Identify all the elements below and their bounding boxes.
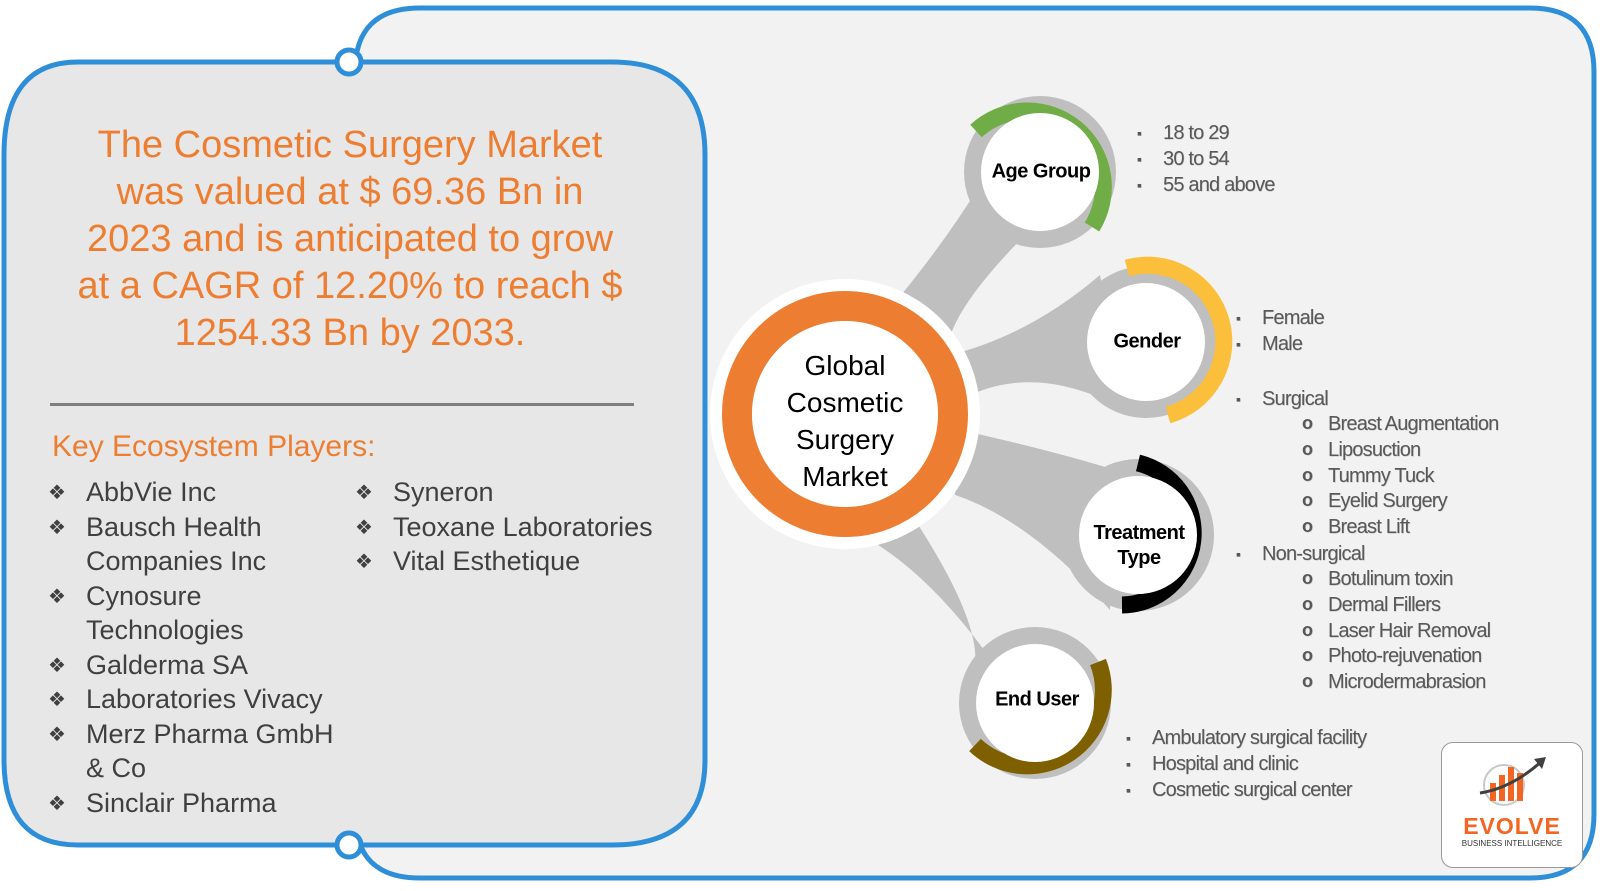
key-players-left: AbbVie Inc Bausch Health Companies Inc C… <box>48 475 358 820</box>
list-item: Tummy Tuck <box>1302 463 1498 490</box>
end-user-arc <box>969 658 1112 775</box>
list-item: Ambulatory surgical facility <box>1126 725 1367 751</box>
market-summary: The Cosmetic Surgery Market was valued a… <box>77 124 623 354</box>
player-item: Syneron <box>355 475 665 510</box>
node-treatment-type: Treatment Type <box>1093 522 1185 569</box>
list-item: Liposuction <box>1302 437 1498 464</box>
list-item: Dermal Fillers <box>1302 592 1498 619</box>
player-item: Sinclair Pharma <box>48 786 358 821</box>
logo-chart-icon <box>1479 757 1546 806</box>
list-item: 55 and above <box>1137 172 1275 198</box>
list-item: Eyelid Surgery <box>1302 488 1498 515</box>
key-players-right: Syneron Teoxane Laboratories Vital Esthe… <box>355 475 665 579</box>
group-name: Non-surgical <box>1262 542 1365 565</box>
end-user-list: Ambulatory surgical facility Hospital an… <box>1126 725 1367 803</box>
list-item: 30 to 54 <box>1137 146 1275 172</box>
list-item: Hospital and clinic <box>1126 751 1366 777</box>
player-item: Merz Pharma GmbH & Co <box>48 717 358 786</box>
player-item: Bausch Health Companies Inc <box>48 510 358 579</box>
logo-name: EVOLVE <box>1463 813 1561 839</box>
list-item: Photo-rejuvenation <box>1302 643 1498 670</box>
connector-dot-top <box>334 47 364 77</box>
group-name: Surgical <box>1262 388 1329 410</box>
treatment-type-list: Surgical Breast Augmentation Liposuction… <box>1236 386 1499 696</box>
player-item: Teoxane Laboratories <box>355 510 665 545</box>
list-item: Laser Hair Removal <box>1302 618 1498 645</box>
list-item: Cosmetic surgical center <box>1126 777 1366 803</box>
player-item: Laboratories Vivacy <box>48 682 358 717</box>
node-gender: Gender <box>1113 330 1181 353</box>
list-item: Female <box>1236 305 1325 331</box>
list-item: Microdermabrasion <box>1302 669 1498 696</box>
gender-arc <box>1124 256 1233 424</box>
list-item: Non-surgical Botulinum toxin Dermal Fill… <box>1236 541 1498 696</box>
gender-list: Female Male <box>1236 305 1325 357</box>
connector-dot-bottom <box>334 830 364 860</box>
player-item: Galderma SA <box>48 648 358 683</box>
hub-ring <box>722 291 968 537</box>
list-item: Surgical Breast Augmentation Liposuction… <box>1236 386 1499 541</box>
logo-tagline: BUSINESS INTELLIGENCE <box>1461 839 1563 848</box>
node-age-group: Age Group <box>991 160 1091 183</box>
list-item: 18 to 29 <box>1137 120 1275 146</box>
player-item: AbbVie Inc <box>48 475 358 510</box>
list-item: Breast Augmentation <box>1302 411 1499 438</box>
list-item: Breast Lift <box>1302 514 1498 541</box>
player-item: Cynosure Technologies <box>48 579 358 648</box>
hub-label: Global Cosmetic Surgery Market <box>786 350 904 492</box>
node-end-user: End User <box>995 688 1079 711</box>
age-group-list: 18 to 29 30 to 54 55 and above <box>1137 120 1275 198</box>
divider <box>50 403 634 406</box>
list-item: Botulinum toxin <box>1302 566 1498 593</box>
list-item: Male <box>1236 331 1324 357</box>
evolve-logo: EVOLVE BUSINESS INTELLIGENCE <box>1441 742 1583 868</box>
key-players-title: Key Ecosystem Players: <box>52 430 376 463</box>
player-item: Vital Esthetique <box>355 544 665 579</box>
